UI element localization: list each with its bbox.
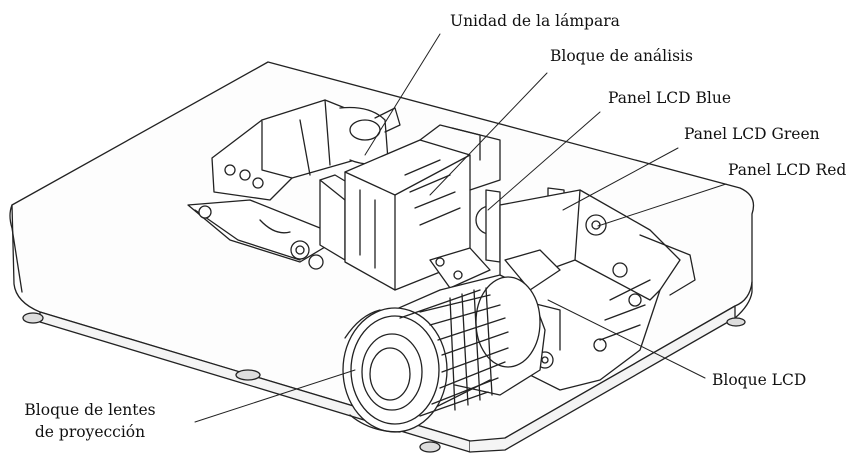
leader-lcd-red [597, 183, 727, 227]
label-analysis-block: Bloque de análisis [550, 47, 693, 65]
lamp-unit [211, 99, 401, 261]
leader-analysis-block [429, 72, 548, 196]
projection-lens [342, 274, 546, 433]
label-lamp-unit: Unidad de la lámpara [450, 12, 620, 30]
leader-lcd-green [562, 147, 679, 211]
leader-lamp-unit [364, 33, 441, 156]
leader-lcd-blue [487, 111, 601, 211]
label-lcd-green: Panel LCD Green [684, 125, 820, 143]
leader-lcd-block [547, 299, 706, 379]
left-bracket [187, 199, 331, 270]
leader-lens-block [194, 369, 356, 423]
label-lens-block-line1: Bloque de lentes [24, 401, 156, 419]
leader-lines [194, 33, 727, 423]
label-lens-block: Bloque de lentes de proyección [0, 399, 185, 443]
label-lcd-block: Bloque LCD [712, 371, 807, 389]
label-lcd-blue: Panel LCD Blue [608, 89, 732, 107]
optical-engine [499, 189, 696, 391]
label-lcd-red: Panel LCD Red [728, 161, 847, 179]
label-lens-block-line2: de proyección [34, 423, 146, 441]
